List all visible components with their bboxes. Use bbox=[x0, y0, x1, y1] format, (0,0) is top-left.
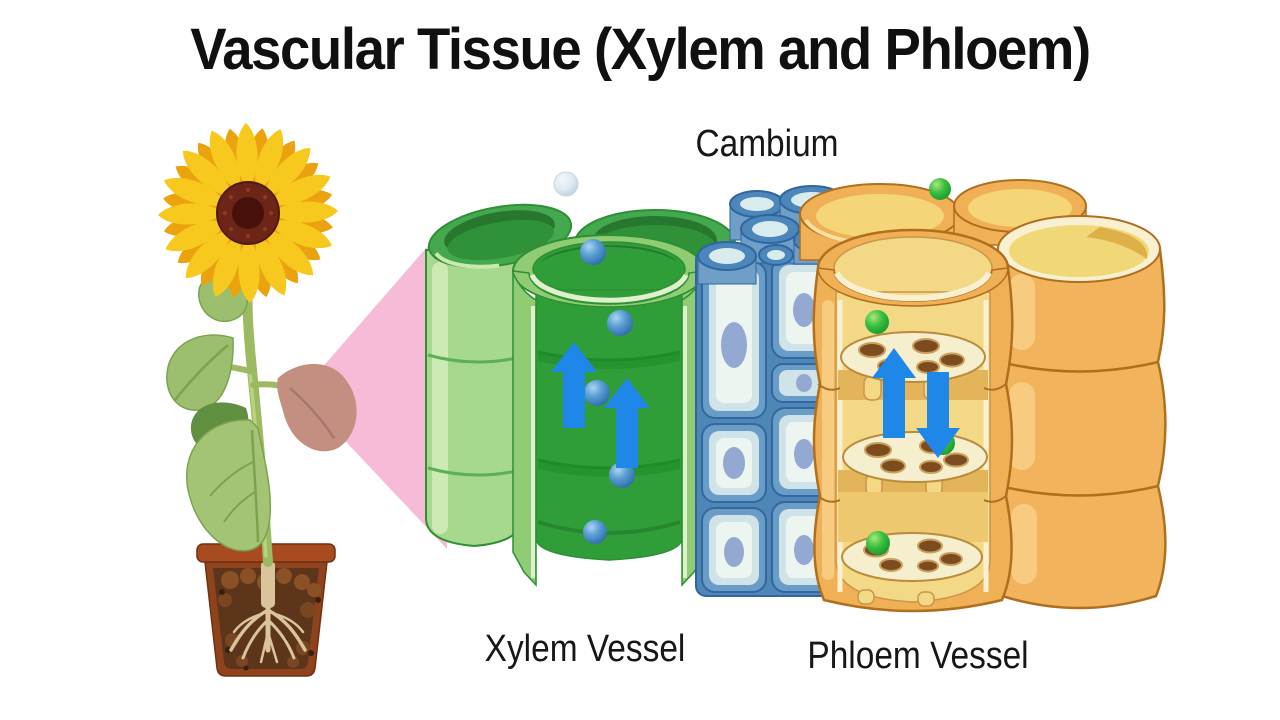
label-phloem-vessel: Phloem Vessel bbox=[807, 635, 1029, 677]
sugar-molecule bbox=[866, 531, 890, 555]
plant-leaves bbox=[166, 274, 357, 552]
plant-pot bbox=[196, 543, 336, 677]
xylem-cylinder-cut-open bbox=[512, 234, 706, 587]
diagram-title: Vascular Tissue (Xylem and Phloem) bbox=[190, 17, 1091, 82]
water-molecule bbox=[580, 239, 606, 265]
leaf-big-vein2 bbox=[209, 461, 256, 523]
cambium-cell bbox=[701, 261, 767, 419]
water-molecule bbox=[583, 520, 607, 544]
sugar-molecule bbox=[865, 310, 889, 334]
xylem-cylinder-left bbox=[425, 203, 573, 548]
soil-dots bbox=[219, 589, 321, 671]
water-molecule bbox=[584, 380, 610, 406]
water-molecule bbox=[609, 462, 635, 488]
cambium-cell bbox=[701, 507, 767, 593]
xylem-vessel-group bbox=[425, 203, 736, 587]
label-cambium: Cambium bbox=[695, 123, 839, 165]
magnifier-wedge bbox=[300, 224, 447, 549]
water-flow-up-arrow-2 bbox=[604, 378, 650, 468]
leaf-big-vein bbox=[250, 429, 260, 543]
phloem-vessel-group bbox=[799, 179, 1167, 613]
xylem-cut-wall-left bbox=[512, 272, 537, 587]
sap-flow-down-arrow bbox=[916, 372, 960, 458]
water-molecule-floating bbox=[553, 171, 579, 197]
phloem-stack-right bbox=[991, 215, 1167, 610]
sunflower-plant bbox=[158, 123, 357, 677]
leaf-big-bottom bbox=[186, 419, 271, 552]
water-molecules bbox=[580, 239, 635, 544]
sugar-molecule-floating bbox=[929, 178, 951, 200]
plant-roots bbox=[229, 560, 307, 664]
water-molecule bbox=[607, 310, 633, 336]
leaf-shaded-vein bbox=[289, 387, 336, 439]
xylem-interior bbox=[535, 289, 683, 561]
sap-flow-up-arrow bbox=[872, 348, 916, 438]
label-xylem-vessel: Xylem Vessel bbox=[484, 628, 686, 670]
sieve-plate bbox=[841, 532, 983, 582]
water-flow-up-arrow-1 bbox=[551, 342, 597, 428]
flower-center-inner bbox=[232, 197, 264, 229]
flower-center-texture bbox=[222, 187, 274, 239]
flower-head bbox=[158, 123, 338, 303]
cambium-cell bbox=[701, 423, 767, 503]
sieve-plate bbox=[842, 431, 988, 483]
phloem-stack-cut-open bbox=[812, 228, 1014, 613]
leaf-left-vein bbox=[174, 344, 229, 401]
leaf-shaded-right bbox=[277, 364, 357, 452]
